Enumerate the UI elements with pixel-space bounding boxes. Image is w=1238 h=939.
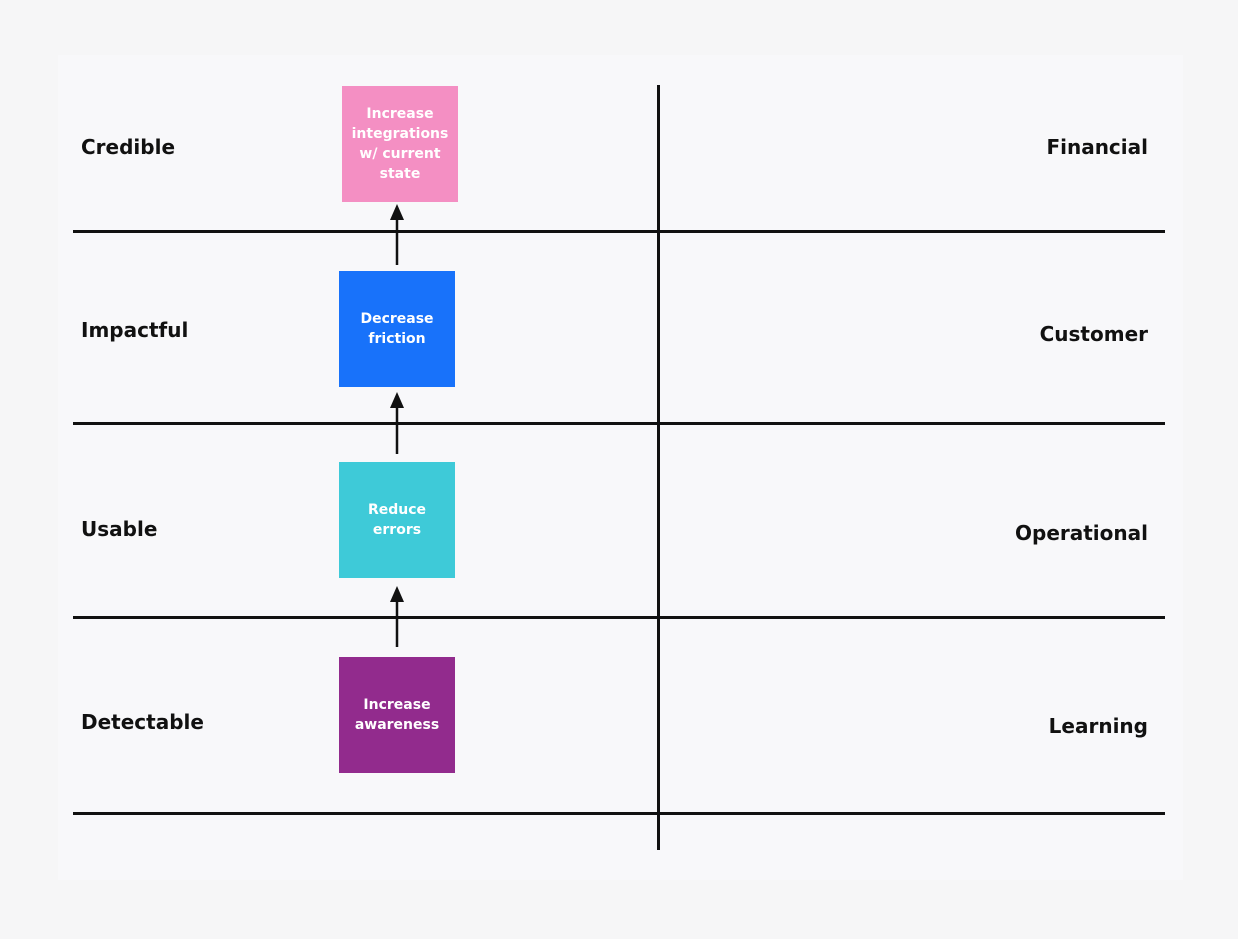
sticky-note-awareness[interactable]: Increase awareness	[339, 657, 455, 773]
sticky-note-friction[interactable]: Decrease friction	[339, 271, 455, 387]
sticky-note-text: Increase awareness	[354, 697, 440, 733]
sticky-note-errors[interactable]: Reduce errors	[339, 462, 455, 578]
row-label-operational: Operational	[1015, 521, 1148, 545]
row-label-usable: Usable	[81, 517, 158, 541]
row-label-credible: Credible	[81, 135, 176, 159]
diagram-board	[58, 55, 1183, 880]
row-label-detectable: Detectable	[81, 710, 204, 734]
row-divider-3	[73, 616, 1165, 619]
sticky-note-text: Increase integrations w/ current state	[351, 106, 449, 182]
row-label-impactful: Impactful	[81, 318, 189, 342]
sticky-note-text: Reduce errors	[367, 502, 427, 538]
column-divider	[657, 85, 660, 850]
sticky-note-text: Decrease friction	[360, 311, 434, 347]
sticky-note-integrations[interactable]: Increase integrations w/ current state	[342, 86, 458, 202]
row-label-customer: Customer	[1039, 322, 1148, 346]
row-divider-1	[73, 230, 1165, 233]
arrow-friction-to-integrations[interactable]	[390, 204, 404, 265]
row-label-learning: Learning	[1048, 714, 1148, 738]
arrow-awareness-to-errors[interactable]	[390, 586, 404, 647]
arrow-errors-to-friction[interactable]	[390, 392, 404, 454]
row-divider-2	[73, 422, 1165, 425]
row-divider-4	[73, 812, 1165, 815]
row-label-financial: Financial	[1046, 135, 1148, 159]
